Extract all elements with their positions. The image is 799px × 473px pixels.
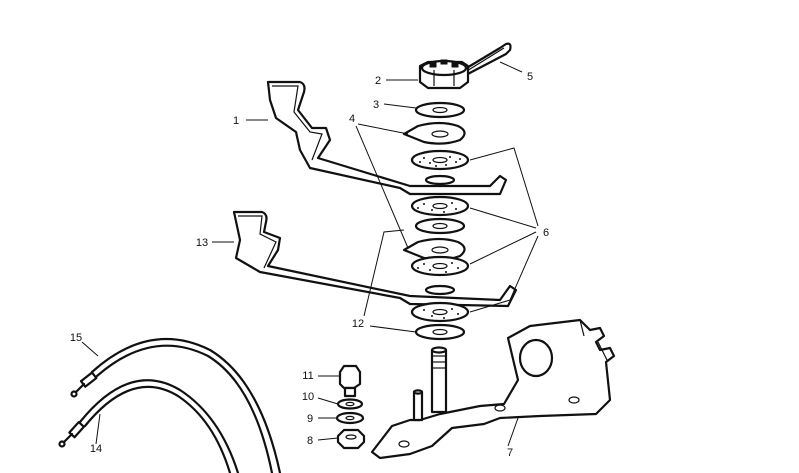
friction-disc-1 [410,149,470,171]
callout-8: 8 [307,435,313,447]
bolt [338,364,362,398]
plain-washer [335,411,365,425]
callout-labels: 1 2 3 4 5 6 7 8 9 10 11 12 13 14 15 [70,71,549,459]
control-cable-15 [70,338,282,473]
hex-nut [336,428,366,450]
callout-10: 10 [302,391,314,403]
friction-disc-3 [410,255,470,277]
leader-lines [81,61,539,447]
lock-washer [336,398,364,410]
callout-7: 7 [507,447,513,459]
mounting-bracket [370,318,616,460]
flat-washer-top [414,101,466,119]
callout-12: 12 [352,318,364,330]
callout-14: 14 [90,443,102,455]
tab-washer-upper [402,121,466,145]
lower-lever-arm [232,210,518,308]
friction-disc-2 [410,195,470,217]
callout-9: 9 [307,413,313,425]
callout-4: 4 [349,113,355,125]
callout-5: 5 [527,71,533,83]
control-cable-14 [58,379,240,473]
tab-washer-lower [402,237,466,261]
upper-lever-arm [266,80,508,196]
callout-6: 6 [543,227,549,239]
callout-15: 15 [70,332,82,344]
flat-washer-mid [414,217,466,235]
flat-washer-bottom [414,323,466,341]
callout-13: 13 [196,237,208,249]
castle-nut [418,59,470,90]
callout-3: 3 [373,99,379,111]
callout-2: 2 [375,75,381,87]
callout-1: 1 [233,115,239,127]
friction-disc-4 [410,301,470,323]
callout-11: 11 [302,370,313,382]
